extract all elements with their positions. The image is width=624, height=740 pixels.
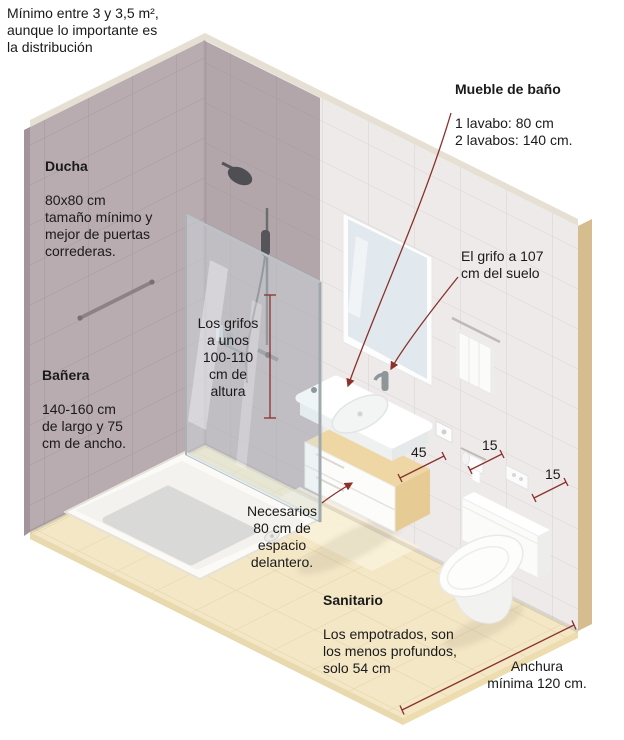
hand-towel	[451, 316, 501, 396]
label-sanitario: Sanitario Los empotrados, son los menos …	[323, 575, 483, 694]
annotation-lines	[264, 112, 577, 715]
label-ducha: Ducha 80x80 cm tamaño mínimo y mejor de …	[45, 141, 175, 277]
label-banera: Bañera 140-160 cm de largo y 75 cm de an…	[42, 350, 162, 469]
glass-top-rail	[185, 213, 321, 284]
label-sanitario-title: Sanitario	[323, 592, 383, 608]
label-banera-title: Bañera	[42, 367, 90, 383]
shower-mat	[102, 485, 257, 566]
left-wall-cut-edge	[24, 127, 30, 536]
label-ducha-title: Ducha	[45, 158, 88, 174]
faucet-spout	[373, 372, 386, 381]
note-room-size: Mínimo entre 3 y 3,5 m², aunque lo impor…	[7, 5, 159, 55]
mirror-face	[348, 219, 427, 379]
label-mueble-title: Mueble de baño	[455, 81, 561, 97]
shower-head	[227, 166, 253, 186]
left-wall-tiles	[30, 40, 205, 532]
floor-front-left-edge	[30, 532, 403, 725]
note-room-width: Anchura mínima 120 cm.	[487, 658, 587, 691]
toilet	[438, 492, 550, 650]
toilet-seat	[438, 534, 524, 598]
leader-faucet	[390, 276, 459, 371]
dim-tp-offset	[467, 449, 505, 475]
soap-bottle	[227, 333, 233, 346]
dim-text-15-wall: 15	[545, 466, 561, 482]
power-outlet	[435, 420, 453, 444]
shampoo-bottle	[216, 325, 223, 341]
flush-plate	[505, 464, 529, 491]
floor-front-right-edge	[403, 631, 578, 725]
label-ducha-body: 80x80 cm tamaño mínimo y mejor de puerta…	[45, 192, 153, 259]
cistern-side	[538, 530, 550, 578]
leader-vanity	[346, 112, 452, 388]
note-faucet-height: El grifo a 107 cm del suelo	[461, 248, 544, 281]
vanity-side	[395, 469, 430, 532]
note-clearance: Necesarios 80 cm de espacio delantero.	[246, 503, 318, 570]
glass-handle	[311, 387, 317, 393]
vanity	[295, 371, 433, 575]
towel-bar	[77, 279, 155, 321]
glass-reflection	[188, 260, 228, 430]
label-sanitario-body: Los empotrados, son los menos profundos,…	[323, 626, 457, 676]
towel-rail	[451, 316, 501, 344]
right-wall-cut-edge	[578, 219, 592, 631]
basin-drain	[357, 411, 363, 417]
back-wall-top-edge	[205, 33, 578, 226]
dim-shower-faucet-height	[264, 294, 276, 419]
dim-vanity-depth	[397, 451, 447, 483]
leader-clearance	[321, 482, 354, 504]
note-shower-faucets: Los grifos a unos 100-110 cm de altura	[197, 315, 259, 399]
label-banera-body: 140-160 cm de largo y 75 cm de ancho.	[42, 401, 127, 451]
dim-text-15-tp: 15	[482, 437, 498, 453]
label-mueble-body: 1 lavabo: 80 cm 2 lavabos: 140 cm.	[455, 115, 573, 148]
shower-glass	[185, 213, 322, 523]
mirror	[342, 212, 433, 387]
cistern-top	[462, 492, 550, 536]
shower-fixtures	[211, 161, 279, 384]
label-mueble: Mueble de baño 1 lavabo: 80 cm 2 lavabos…	[455, 64, 620, 166]
mirror-reflection	[348, 236, 368, 318]
shower-hose	[245, 255, 266, 384]
shower-handset	[261, 230, 270, 256]
dim-wall-offset	[531, 477, 569, 503]
toilet-seat-inner	[446, 546, 510, 590]
dim-text-45: 45	[411, 444, 427, 460]
vanity-top	[305, 424, 430, 487]
left-wall-top-edge	[30, 33, 205, 127]
vanity-shadow	[297, 515, 407, 575]
glass-reflection	[236, 300, 262, 470]
toilet-paper-holder	[460, 447, 487, 485]
shower-tray	[64, 451, 321, 580]
dim-room-width	[399, 620, 577, 715]
